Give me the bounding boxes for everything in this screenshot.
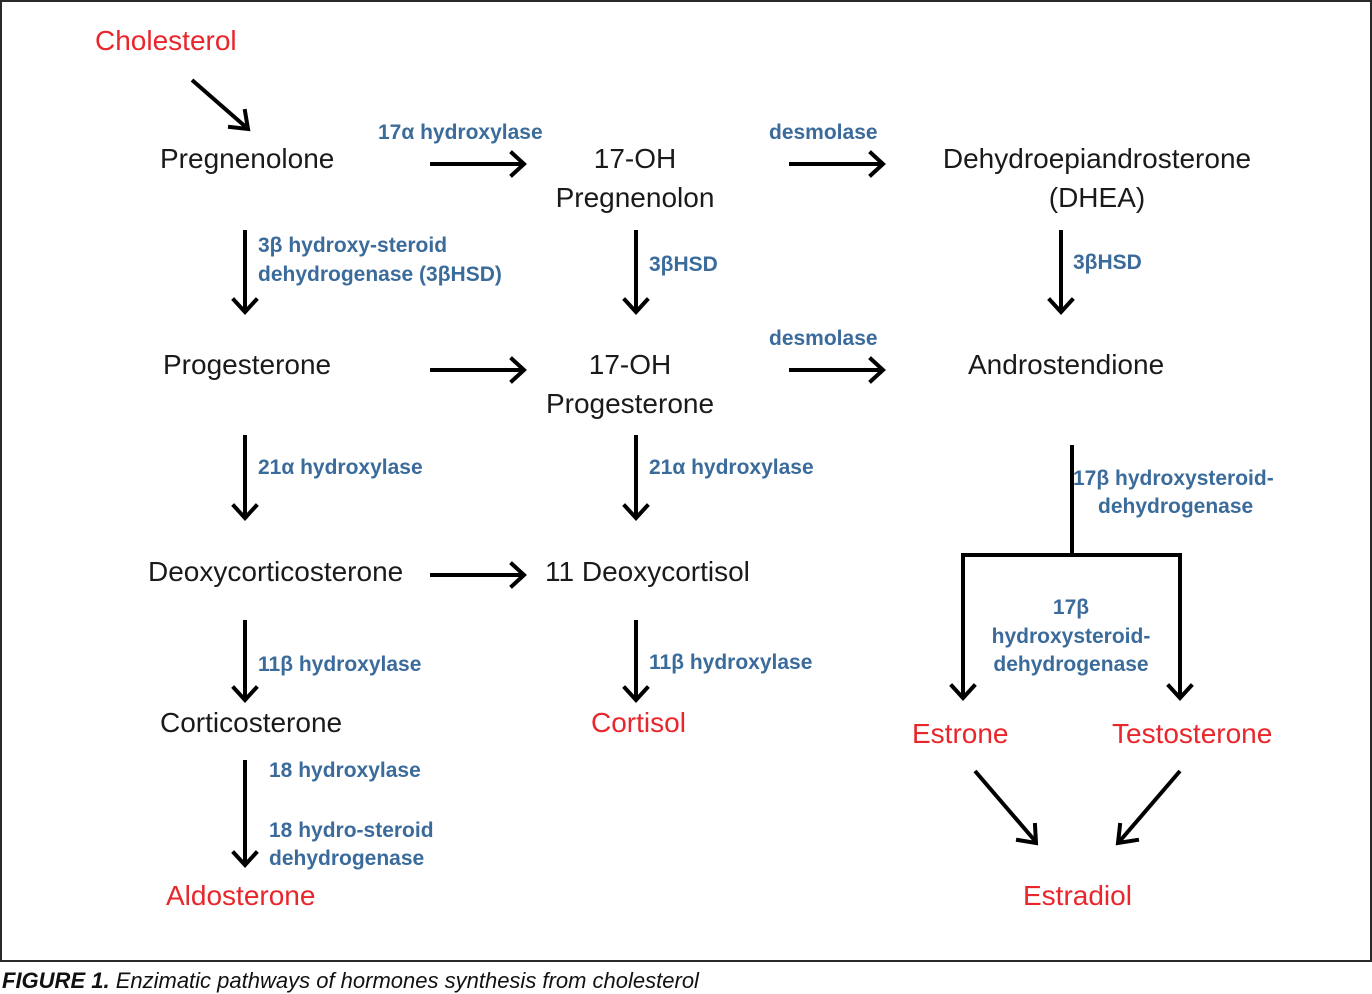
enzyme-3b-hsd-right: 3βHSD xyxy=(1073,251,1142,274)
node-17oh-pregnenolon-line2: Pregnenolon xyxy=(556,182,715,213)
enzyme-17b-hsd-inner-line2: hydroxysteroid- xyxy=(992,625,1151,648)
node-17oh-progesterone-line1: 17-OH xyxy=(589,349,671,380)
figure-caption: FIGURE 1. Enzimatic pathways of hormones… xyxy=(2,968,699,994)
arrow-17oh-pregnenolon-to-dhea xyxy=(789,150,886,178)
node-testosterone: Testosterone xyxy=(1112,718,1272,749)
node-progesterone: Progesterone xyxy=(163,349,331,380)
enzyme-3b-hsd-full-line2: dehydrogenase (3βHSD) xyxy=(258,263,502,286)
node-pregnenolone: Pregnenolone xyxy=(160,143,334,174)
node-cortisol: Cortisol xyxy=(591,707,686,738)
node-dhea-line1: Dehydroepiandrosterone xyxy=(943,143,1251,174)
node-androstendione: Androstendione xyxy=(968,349,1164,380)
enzyme-desmolase-top: desmolase xyxy=(769,121,878,144)
arrow-17oh-progesterone-to-androstendione xyxy=(789,356,886,384)
enzyme-3b-hsd-mid: 3βHSD xyxy=(649,253,718,276)
arrow-progesterone-to-17oh-progesterone xyxy=(430,356,527,384)
node-cholesterol: Cholesterol xyxy=(95,25,237,56)
enzyme-17b-hsd-inner-line3: dehydrogenase xyxy=(993,653,1148,676)
enzyme-3b-hsd-full-line1: 3β hydroxy-steroid xyxy=(258,234,447,257)
node-estrone: Estrone xyxy=(912,718,1009,749)
arrow-estrone-to-estradiol xyxy=(973,769,1039,846)
node-17oh-progesterone-line2: Progesterone xyxy=(546,388,714,419)
enzyme-17a-hydroxylase: 17α hydroxylase xyxy=(378,121,543,144)
enzyme-21a-hydroxylase-mid: 21α hydroxylase xyxy=(649,456,814,479)
enzyme-17b-hsd-top-line1: 17β hydroxysteroid- xyxy=(1073,467,1274,490)
enzyme-18-hydroxylase: 18 hydroxylase xyxy=(269,759,421,782)
arrow-dhea-to-androstendione xyxy=(1047,230,1075,315)
enzyme-21a-hydroxylase-left: 21α hydroxylase xyxy=(258,456,423,479)
node-aldosterone: Aldosterone xyxy=(166,880,315,911)
enzyme-17b-hsd-top-line2: dehydrogenase xyxy=(1098,495,1253,518)
arrow-deoxycorticosterone-to-corticosterone xyxy=(231,620,259,703)
node-11-deoxycortisol: 11 Deoxycortisol xyxy=(545,556,750,587)
node-estradiol: Estradiol xyxy=(1023,880,1132,911)
pathway-diagram: Cholesterol Pregnenolone 17-OH Pregnenol… xyxy=(95,25,1274,911)
node-17oh-pregnenolon-line1: 17-OH xyxy=(594,143,676,174)
arrow-cholesterol-to-pregnenolone xyxy=(190,78,251,132)
figure-caption-text: Enzimatic pathways of hormones synthesis… xyxy=(109,968,699,993)
enzyme-18-dehydrogenase-line1: 18 hydro-steroid xyxy=(269,819,434,842)
enzyme-desmolase-mid: desmolase xyxy=(769,327,878,350)
enzyme-11b-hydroxylase-mid: 11β hydroxylase xyxy=(649,651,812,674)
arrow-deoxycorticosterone-to-11-deoxycortisol xyxy=(430,561,527,589)
arrow-11-deoxycortisol-to-cortisol xyxy=(622,620,650,703)
arrow-17oh-progesterone-to-11-deoxycortisol xyxy=(622,435,650,521)
node-dhea-line2: (DHEA) xyxy=(1049,182,1145,213)
arrow-progesterone-to-deoxycorticosterone xyxy=(231,435,259,521)
enzyme-17b-hsd-inner-line1: 17β xyxy=(1053,596,1089,619)
enzyme-18-dehydrogenase-line2: dehydrogenase xyxy=(269,847,424,870)
arrow-17oh-pregnenolon-to-17oh-progesterone xyxy=(622,230,650,315)
node-deoxycorticosterone: Deoxycorticosterone xyxy=(148,556,403,587)
enzyme-11b-hydroxylase-left: 11β hydroxylase xyxy=(258,653,421,676)
diagram-frame xyxy=(0,0,1372,962)
arrow-pregnenolone-to-17oh-pregnenolon xyxy=(430,150,527,178)
arrow-testosterone-to-estradiol xyxy=(1115,769,1182,846)
arrow-pregnenolone-to-progesterone xyxy=(231,230,259,315)
arrow-corticosterone-to-aldosterone xyxy=(231,760,259,868)
node-corticosterone: Corticosterone xyxy=(160,707,342,738)
arrow-androstendione-branch xyxy=(949,445,1194,701)
figure-label: FIGURE 1. xyxy=(2,968,110,993)
